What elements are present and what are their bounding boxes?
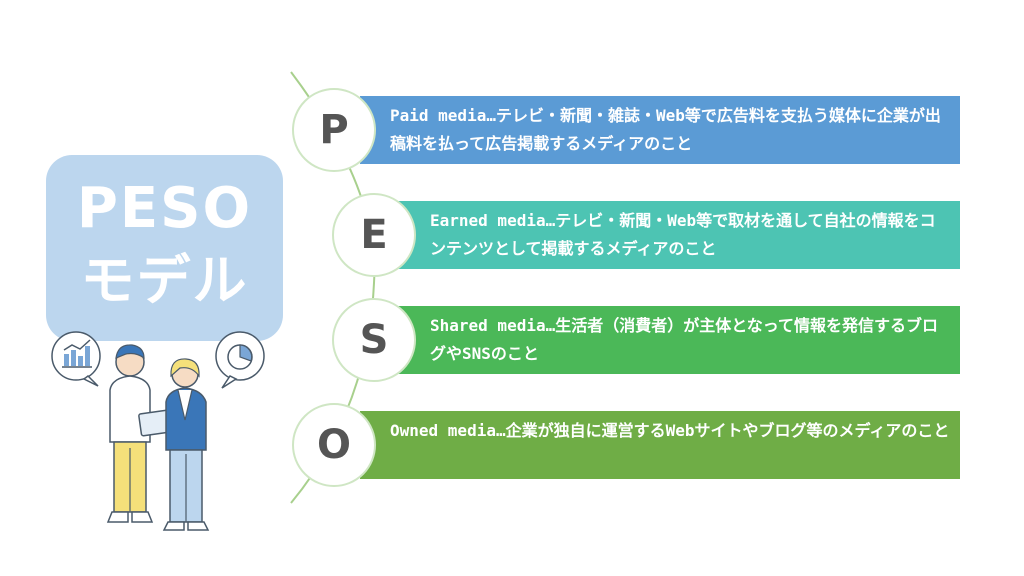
title-box: PESO モデル [46, 155, 283, 341]
shared-media-bar: Shared media…生活者（消費者）が主体となって情報を発信するブログやS… [398, 306, 960, 374]
letter-circle-p: P [292, 88, 376, 172]
title-line-2: モデル [80, 249, 249, 312]
letter-circle-o: O [292, 403, 376, 487]
letter-circle-e: E [332, 193, 416, 277]
earned-media-bar: Earned media…テレビ・新聞・Web等で取材を通して自社の情報をコンテ… [398, 201, 960, 269]
man-figure [106, 344, 154, 523]
earned-media-text: Earned media…テレビ・新聞・Web等で取材を通して自社の情報をコンテ… [430, 211, 936, 258]
title-line-1: PESO [76, 176, 253, 241]
woman-figure [162, 358, 210, 531]
two-business-people-illustration [51, 331, 265, 531]
paid-media-text: Paid media…テレビ・新聞・雑誌・Web等で広告料を支払う媒体に企業が出… [390, 106, 941, 153]
shared-media-text: Shared media…生活者（消費者）が主体となって情報を発信するブログやS… [430, 316, 938, 363]
letter-circle-s: S [332, 298, 416, 382]
paid-media-bar: Paid media…テレビ・新聞・雑誌・Web等で広告料を支払う媒体に企業が出… [360, 96, 960, 164]
owned-media-bar: Owned media…企業が独自に運営するWebサイトやブログ等のメディアのこ… [360, 411, 960, 479]
owned-media-text: Owned media…企業が独自に運営するWebサイトやブログ等のメディアのこ… [390, 421, 950, 440]
bar-chart-icon [51, 331, 101, 387]
pie-chart-icon [215, 331, 265, 389]
